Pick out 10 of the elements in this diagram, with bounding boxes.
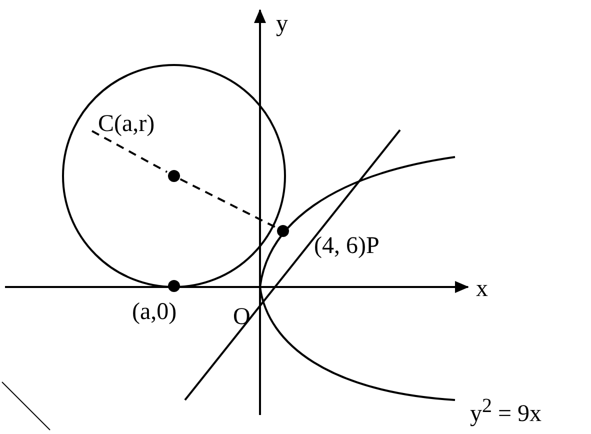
axis-label: x bbox=[476, 277, 488, 301]
point-dot bbox=[168, 170, 180, 182]
point-dot bbox=[168, 280, 180, 292]
equation-label: y$^{2}$ = 9x bbox=[470, 396, 542, 426]
dashed-line bbox=[180, 178, 278, 229]
point-label: (4, 6)P bbox=[314, 234, 380, 258]
point-dot bbox=[277, 225, 289, 237]
point-label: (a,0) bbox=[132, 300, 177, 324]
axis-label: y bbox=[276, 12, 288, 36]
point-label: C(a,r) bbox=[98, 112, 155, 136]
